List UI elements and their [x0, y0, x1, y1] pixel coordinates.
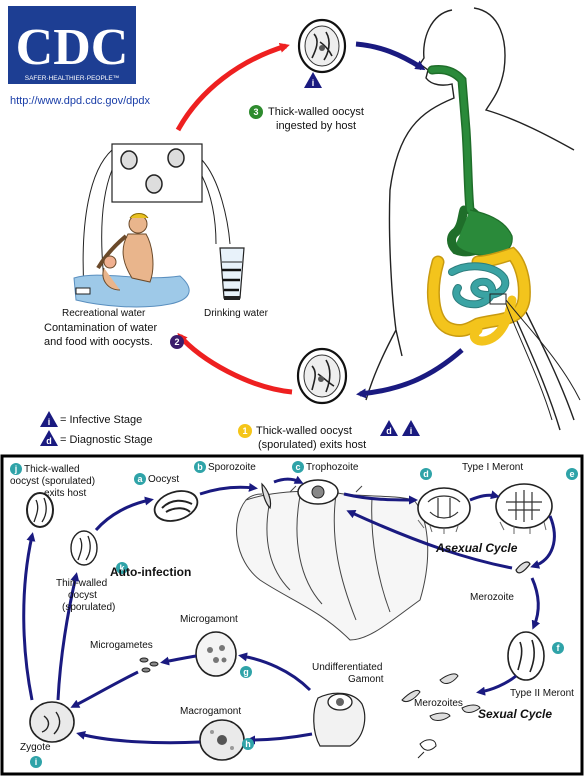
svg-text:i: i [410, 426, 413, 436]
svg-text:d: d [386, 426, 392, 436]
stage-h-text: Macrogamont [180, 706, 241, 717]
svg-text:j: j [14, 464, 18, 474]
oocyst-k-illustration [71, 531, 97, 565]
legend-infective-text: = Infective Stage [60, 414, 142, 426]
stage-c-text: Trophozoite [306, 462, 359, 473]
stage-f-text: Type II Meront [510, 688, 574, 699]
undifferentiated-gamont [314, 693, 365, 746]
logo-tagline: SAFER·HEALTHIER·PEOPLE™ [25, 75, 120, 82]
sexual-cycle-label: Sexual Cycle [478, 707, 552, 721]
stage-k-line1: Thin-walled [56, 578, 107, 589]
svg-text:i: i [35, 757, 38, 767]
logo-text: CDC [16, 19, 129, 76]
type2-meront-f [508, 632, 544, 680]
stage-e-label: e [566, 468, 578, 480]
svg-text:i: i [312, 78, 315, 88]
stage-k-line2: oocyst [68, 590, 97, 601]
stage-j-line1: Thick-walled [24, 464, 80, 475]
zygote-i [30, 702, 74, 742]
svg-text:g: g [243, 667, 249, 677]
drinking-water-label: Drinking water [204, 308, 269, 319]
environment-sample-box [83, 144, 230, 290]
svg-text:e: e [569, 469, 574, 479]
microgamont-g [196, 632, 236, 676]
recreational-water-label: Recreational water [62, 308, 146, 319]
microgametes-label: Microgametes [90, 640, 153, 651]
step3-label: i 3 Thick-walled oocyst ingested by host [249, 72, 364, 132]
stage-d-text: Type I Meront [462, 462, 523, 473]
stage-b-label: b Sporozoite [194, 461, 256, 473]
top-panel: CDC SAFER·HEALTHIER·PEOPLE™ http://www.d… [8, 6, 580, 451]
macrogamont-h [200, 720, 244, 760]
trophozoite-illustration [298, 480, 338, 504]
stage-j-line3: exits host [44, 488, 86, 499]
dpdx-url[interactable]: http://www.dpd.cdc.gov/dpdx [10, 95, 151, 107]
bottom-panel: j Thick-walled oocyst (sporulated) exits… [2, 456, 582, 774]
stage-k-line3: (sporulated) [62, 602, 115, 613]
step3-number: 3 [253, 107, 258, 117]
svg-text:c: c [295, 462, 300, 472]
step3-text-line2: ingested by host [276, 120, 356, 132]
legend-diagnostic-text: = Diagnostic Stage [60, 434, 153, 446]
stage-g-text: Microgamont [180, 614, 238, 625]
undiff-gamont-line2: Gamont [348, 674, 384, 685]
step2-label: Contamination of water and food with ooc… [44, 322, 184, 349]
svg-text:d: d [46, 436, 52, 446]
auto-infection-label: Auto-infection [110, 565, 191, 579]
stage-legend: i = Infective Stage d = Diagnostic Stage [40, 411, 153, 446]
step1-text-line1: Thick-walled oocyst [256, 425, 352, 437]
svg-text:d: d [423, 469, 429, 479]
step3-text-line1: Thick-walled oocyst [268, 106, 364, 118]
undiff-gamont-line1: Undifferentiated [312, 662, 382, 673]
step1-text-line2: (sporulated) exits host [258, 439, 366, 451]
step2-text-line2: and food with oocysts. [44, 336, 153, 348]
stage-a-text: Oocyst [148, 474, 179, 485]
svg-text:h: h [245, 739, 251, 749]
arrow-exit-to-contamination [180, 336, 292, 392]
step2-number: 2 [174, 337, 179, 347]
stage-b-text: Sporozoite [208, 462, 256, 473]
cdc-logo: CDC SAFER·HEALTHIER·PEOPLE™ [8, 6, 136, 84]
arrow-ingestion-to-host [356, 44, 422, 68]
stage-a-label: a Oocyst [134, 473, 179, 485]
stage-j-line2: oocyst (sporulated) [10, 476, 95, 487]
recreational-water-illustration [74, 214, 189, 307]
digestive-tract [432, 69, 580, 420]
svg-text:b: b [197, 462, 203, 472]
merozoite-label: Merozoite [470, 592, 514, 603]
oocyst-exits-host [298, 349, 346, 403]
drinking-water-glass [220, 248, 244, 300]
oocyst-ingested [299, 20, 345, 72]
asexual-cycle-label: Asexual Cycle [435, 541, 518, 555]
svg-text:i: i [48, 417, 51, 427]
step2-text-line1: Contamination of water [44, 322, 157, 334]
merozoites-label: Merozoites [414, 698, 463, 709]
stage-c-label: c Trophozoite [292, 461, 359, 473]
step1-label: 1 Thick-walled oocyst (sporulated) exits… [238, 420, 420, 451]
step1-number: 1 [242, 426, 247, 436]
stage-i-text: Zygote [20, 742, 51, 753]
